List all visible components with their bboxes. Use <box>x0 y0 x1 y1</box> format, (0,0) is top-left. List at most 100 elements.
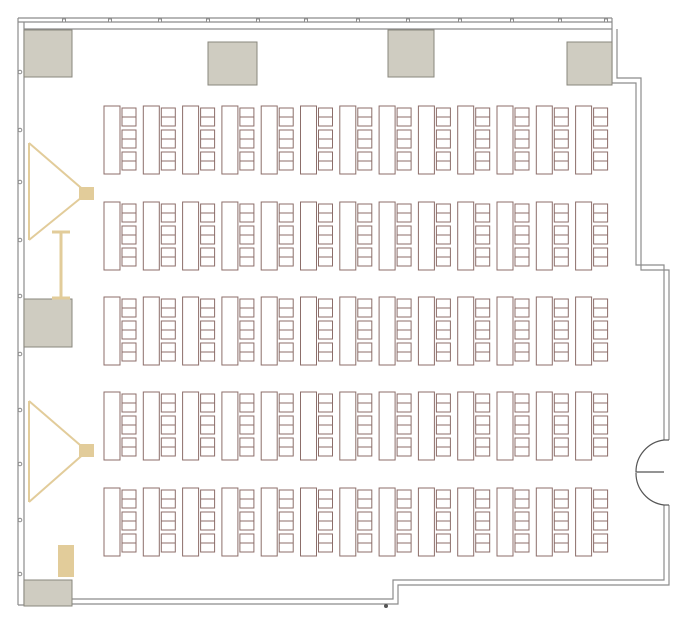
table <box>417 201 435 271</box>
table-unit <box>260 391 294 461</box>
table <box>496 391 514 461</box>
table-unit <box>417 391 451 461</box>
table-unit <box>378 296 412 366</box>
table-unit <box>378 105 412 175</box>
table <box>142 296 160 366</box>
table <box>457 296 475 366</box>
table <box>339 105 357 175</box>
wall-marker <box>17 351 23 357</box>
table-unit <box>142 201 176 271</box>
table <box>496 201 514 271</box>
table <box>182 391 200 461</box>
table-unit <box>221 391 255 461</box>
table-unit <box>496 105 530 175</box>
table <box>221 201 239 271</box>
lectern-icon <box>58 545 74 577</box>
table <box>221 487 239 557</box>
table <box>260 487 278 557</box>
column-icon <box>23 298 73 348</box>
table <box>103 487 121 557</box>
table <box>457 201 475 271</box>
table <box>417 391 435 461</box>
wall-marker <box>558 18 562 23</box>
table-unit <box>300 296 333 366</box>
wall-marker <box>17 293 23 299</box>
table-unit <box>182 201 216 271</box>
table-unit <box>378 391 412 461</box>
table-unit <box>575 391 609 461</box>
table <box>575 201 593 271</box>
wall-marker <box>62 18 66 23</box>
table <box>457 487 475 557</box>
table <box>535 296 553 366</box>
table-unit <box>260 105 294 175</box>
table-unit <box>496 391 530 461</box>
table <box>260 201 278 271</box>
table <box>378 201 396 271</box>
table <box>417 487 435 557</box>
table-unit <box>182 391 216 461</box>
wall-marker <box>158 18 162 23</box>
wall-marker <box>17 461 23 467</box>
column-icon <box>23 29 73 78</box>
table-unit <box>300 487 333 557</box>
table <box>142 105 160 175</box>
table <box>575 391 593 461</box>
table-unit <box>496 201 530 271</box>
table-unit <box>142 296 176 366</box>
wall-marker <box>510 18 514 23</box>
seating-area <box>103 105 609 557</box>
table <box>535 105 553 175</box>
table <box>260 391 278 461</box>
table-unit <box>142 487 176 557</box>
wall-marker <box>17 69 23 75</box>
table-unit <box>417 201 451 271</box>
table <box>378 296 396 366</box>
table-unit <box>142 105 176 175</box>
projection-screen-icon <box>28 142 89 241</box>
wall-marker <box>108 18 112 23</box>
table <box>300 487 317 557</box>
projector-icon <box>79 187 94 200</box>
table <box>221 296 239 366</box>
door-icon[interactable] <box>635 439 669 506</box>
table-unit <box>339 391 373 461</box>
table-unit <box>417 296 451 366</box>
table <box>300 296 317 366</box>
table <box>182 296 200 366</box>
table-unit <box>339 105 373 175</box>
table-unit <box>300 105 333 175</box>
table-unit <box>378 201 412 271</box>
table-unit <box>260 201 294 271</box>
table <box>339 391 357 461</box>
table-unit <box>496 487 530 557</box>
table <box>378 391 396 461</box>
wall-markers <box>17 18 608 577</box>
table <box>103 105 121 175</box>
table-unit <box>103 296 137 366</box>
wall-marker <box>356 18 360 23</box>
table-unit <box>535 201 569 271</box>
table <box>417 296 435 366</box>
table <box>575 487 593 557</box>
projector-icon <box>79 444 94 457</box>
projection-screen-icon <box>28 400 89 503</box>
table <box>378 487 396 557</box>
table-unit <box>417 487 451 557</box>
table-unit <box>457 296 491 366</box>
table <box>496 487 514 557</box>
table-unit <box>575 487 609 557</box>
table-unit <box>142 391 176 461</box>
table-unit <box>378 487 412 557</box>
table-unit <box>339 296 373 366</box>
column-icon <box>566 41 613 86</box>
table-unit <box>103 105 137 175</box>
wall-marker <box>206 18 210 23</box>
wall-marker <box>17 237 23 243</box>
table <box>142 201 160 271</box>
column-icon <box>23 579 73 607</box>
table-unit <box>575 296 609 366</box>
table <box>300 201 317 271</box>
table <box>535 487 553 557</box>
